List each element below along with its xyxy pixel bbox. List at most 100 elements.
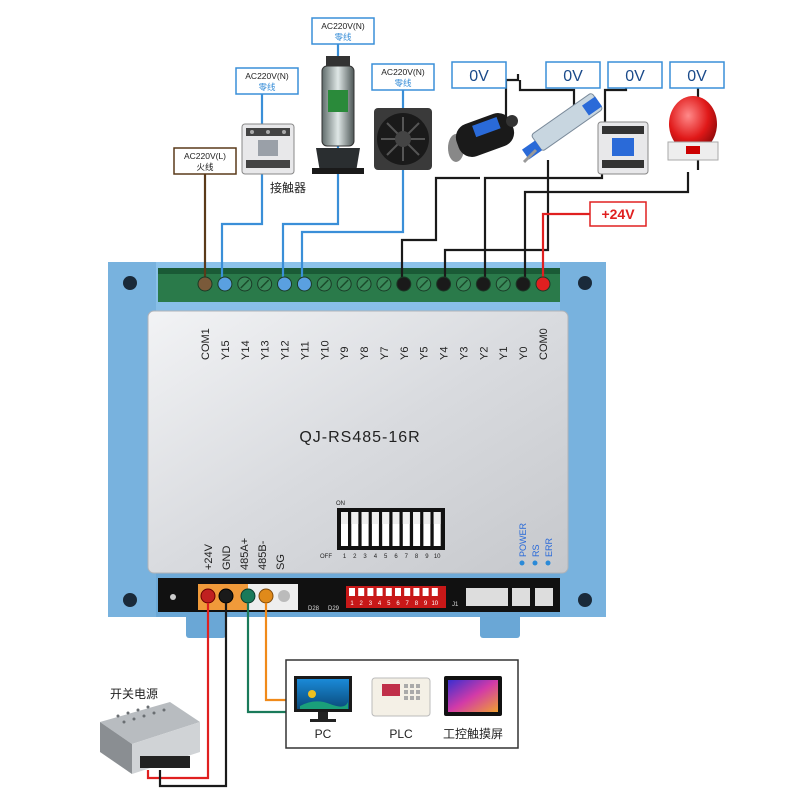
contactor-icon <box>241 123 295 175</box>
cylinder-icon <box>522 93 603 164</box>
pcb-switch-number: 10 <box>431 601 438 607</box>
pcb-switch-number: 2 <box>360 601 364 607</box>
top-terminal-label: COM0 <box>538 328 550 360</box>
board-labels: D28 D29 J1 <box>308 602 459 612</box>
zero-v-motor: 0V <box>469 68 489 85</box>
wire-motor-0v <box>504 74 520 120</box>
top-terminal-label: Y12 <box>280 340 292 360</box>
top-terminal-label: Y5 <box>419 347 431 360</box>
bottom-terminal-label: 485B- <box>257 540 269 570</box>
wire-485a <box>246 603 290 714</box>
dip-key-9 <box>423 512 431 546</box>
mount-hole-bl <box>123 593 137 607</box>
dip-key-6 <box>392 512 400 546</box>
pcb-switch-number: 1 <box>350 601 354 607</box>
ac-neutral-contactor-line1: AC220V(N) <box>245 71 289 81</box>
top-terminal-label: Y14 <box>240 340 252 360</box>
power-supply-icon <box>100 702 200 774</box>
led-label-err: ERR <box>544 537 554 557</box>
model-label: QJ-RS485-16R <box>299 429 420 446</box>
terminal-screw-y2 <box>475 276 491 292</box>
contactor-caption: 接触器 <box>270 180 306 195</box>
plc-icon <box>371 677 431 717</box>
fan-icon <box>374 108 432 170</box>
dip-on-label: ON <box>336 501 345 507</box>
pcb-switch-number: 6 <box>396 601 400 607</box>
pc-monitor-icon <box>294 676 352 722</box>
psu-caption: 开关电源 <box>110 687 158 701</box>
pcb-switch-number: 8 <box>415 601 419 607</box>
pcb-switch-number: 5 <box>387 601 391 607</box>
top-terminal-label: Y4 <box>439 347 451 360</box>
terminal-screw-com1 <box>197 276 213 292</box>
top-terminal-label: Y0 <box>518 347 530 360</box>
top-terminal-label: Y8 <box>359 347 371 360</box>
motor-icon <box>448 113 518 162</box>
zero-v-relay: 0V <box>625 68 645 85</box>
top-terminal-label: Y10 <box>319 340 331 360</box>
bottom-terminal-label: 485A+ <box>239 538 251 570</box>
wire-cylinder-0v <box>518 80 576 112</box>
relay-module <box>108 262 606 638</box>
terminal-screw-y12 <box>277 276 293 292</box>
led-label-rs: RS <box>531 544 541 557</box>
dip-key-5 <box>382 512 390 546</box>
module-top-plate <box>147 310 569 574</box>
board-label: D29 <box>328 606 340 612</box>
ac-neutral-pump-line1: AC220V(N) <box>321 21 365 31</box>
board-label: J1 <box>452 602 459 608</box>
wire-485b <box>264 603 290 702</box>
top-terminal-label: Y13 <box>260 340 272 360</box>
pc-label: PC <box>315 727 332 741</box>
ac-live-line2: 火线 <box>196 162 214 172</box>
wire-24v-psu <box>146 603 210 780</box>
top-terminal-label: Y11 <box>299 341 311 360</box>
terminal-screw-y11 <box>296 276 312 292</box>
wire-relay-0v <box>603 88 628 124</box>
top-terminal-label: Y9 <box>339 347 351 360</box>
label-0v-motor: 0V <box>451 61 507 89</box>
dip-number: 6 <box>394 554 398 560</box>
wire-y0-lamp <box>523 172 690 283</box>
dip-off-label: OFF <box>320 554 332 560</box>
dip-key-8 <box>413 512 421 546</box>
label-0v-cylinder: 0V <box>545 61 601 89</box>
led-dots <box>519 560 551 566</box>
top-terminal-label: Y3 <box>458 347 470 360</box>
plus24-text: +24V <box>601 206 635 222</box>
bottom-terminal-label: +24V <box>203 543 215 570</box>
dip-key-2 <box>351 512 359 546</box>
dip-number: 7 <box>405 554 409 560</box>
dip-key-3 <box>361 512 369 546</box>
label-ac-neutral-pump: AC220V(N) 零线 <box>311 17 375 45</box>
mount-hole-tr <box>578 276 592 290</box>
bottom-terminal-label: SG <box>275 554 287 570</box>
pcb-switch-number: 9 <box>424 601 428 607</box>
wire-y6-motor <box>400 176 480 283</box>
pcb-switch-number: 3 <box>369 601 373 607</box>
label-plus24: +24V <box>589 201 647 227</box>
mount-hole-tl <box>123 276 137 290</box>
terminal-screw-com0 <box>535 276 551 292</box>
din-clip-right <box>480 612 520 638</box>
dip-number: 4 <box>374 554 378 560</box>
top-terminal-screws <box>197 276 551 292</box>
board-label: D28 <box>308 606 320 612</box>
ac-neutral-pump-line2: 零线 <box>334 32 352 42</box>
dip-key-1 <box>341 512 348 546</box>
label-ac-neutral-contactor: AC220V(N) 零线 <box>235 67 299 95</box>
hmi-icon <box>444 676 502 716</box>
wire-y4-cylinder <box>443 160 550 283</box>
dip-number: 9 <box>425 554 429 560</box>
top-terminal-label: Y1 <box>498 347 510 360</box>
ac-neutral-contactor-line2: 零线 <box>258 82 276 92</box>
pcb-switch-number: 4 <box>378 601 382 607</box>
pump-icon <box>312 56 364 174</box>
wire-gnd-psu <box>158 603 228 788</box>
label-0v-lamp: 0V <box>669 61 725 89</box>
hmi-label: 工控触摸屏 <box>443 727 503 741</box>
